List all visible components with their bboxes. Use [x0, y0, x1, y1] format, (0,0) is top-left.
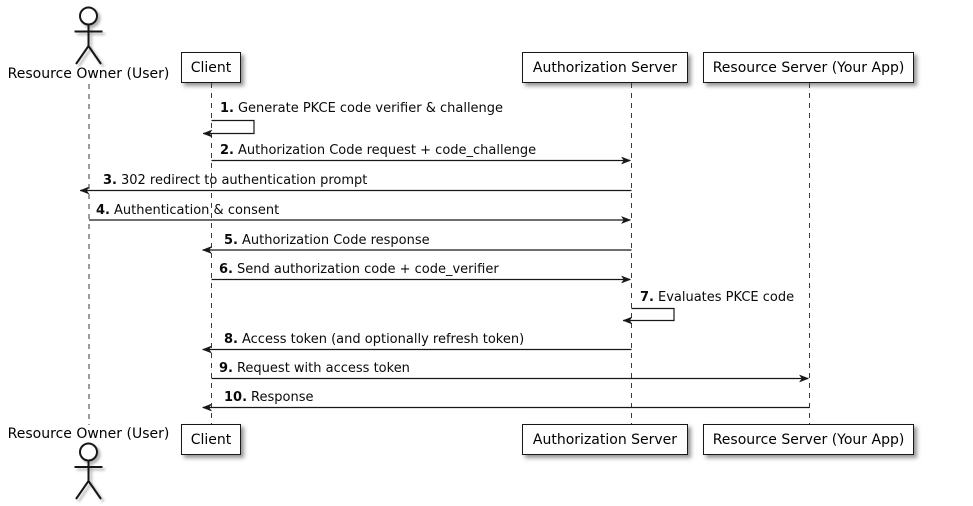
message-6-label: 6.Send authorization code + code_verifie…: [219, 262, 499, 278]
message-text: Authorization Code response: [241, 233, 430, 248]
message-number: 5.: [224, 233, 238, 248]
message-number: 10.: [224, 390, 248, 405]
message-number: 3.: [103, 173, 117, 188]
message-text: Evaluates PKCE code: [657, 290, 795, 305]
participant-label: Client: [190, 59, 232, 76]
message-2-label: 2.Authorization Code request + code_chal…: [220, 143, 536, 159]
actor-label-resource-owner-top: Resource Owner (User): [7, 66, 170, 82]
actor-label-resource-owner-bottom: Resource Owner (User): [7, 426, 170, 442]
message-3-label: 3.302 redirect to authentication prompt: [103, 173, 367, 189]
message-9-label: 9.Request with access token: [219, 361, 410, 377]
message-number: 9.: [219, 361, 233, 376]
message-number: 8.: [224, 332, 238, 347]
message-text: 302 redirect to authentication prompt: [120, 173, 368, 188]
message-1-label: 1.Generate PKCE code verifier & challeng…: [220, 101, 503, 117]
message-text: Send authorization code + code_verifier: [236, 262, 499, 277]
message-text: Generate PKCE code verifier & challenge: [237, 101, 504, 116]
participant-label: Client: [190, 431, 232, 448]
message-number: 1.: [220, 101, 234, 116]
message-number: 4.: [96, 203, 110, 218]
participant-label: Authorization Server: [532, 59, 678, 76]
participant-auth-server-bottom: Authorization Server: [522, 424, 688, 455]
actor-head: [79, 442, 98, 462]
message-number: 6.: [219, 262, 233, 277]
message-text: Authorization Code request + code_challe…: [237, 143, 537, 158]
message-number: 2.: [220, 143, 234, 158]
message-text: Response: [251, 390, 314, 405]
participant-client-bottom: Client: [181, 424, 241, 455]
message-number: 7.: [640, 290, 654, 305]
message-7-self-arrow: [623, 307, 675, 321]
participant-resource-server-top: Resource Server (Your App): [703, 52, 914, 83]
participant-label: Authorization Server: [532, 431, 678, 448]
message-7-label: 7.Evaluates PKCE code: [640, 290, 794, 306]
participant-auth-server-top: Authorization Server: [522, 52, 688, 83]
participant-label: Resource Server (Your App): [712, 431, 905, 448]
message-4-label: 4.Authentication & consent: [96, 203, 279, 219]
message-text: Access token (and optionally refresh tok…: [241, 332, 525, 347]
message-5-label: 5.Authorization Code response: [224, 233, 430, 249]
participant-resource-server-bottom: Resource Server (Your App): [703, 424, 914, 455]
participant-label: Resource Server (Your App): [712, 59, 905, 76]
actor-icon-top: [74, 6, 103, 65]
message-10-label: 10.Response: [224, 390, 313, 406]
actor-head: [79, 6, 98, 26]
actor-icon-bottom: [74, 442, 103, 500]
message-text: Request with access token: [236, 361, 410, 376]
message-8-label: 8.Access token (and optionally refresh t…: [224, 332, 524, 348]
participant-client-top: Client: [181, 52, 241, 83]
message-1-self-arrow: [203, 119, 255, 134]
message-text: Authentication & consent: [113, 203, 280, 218]
